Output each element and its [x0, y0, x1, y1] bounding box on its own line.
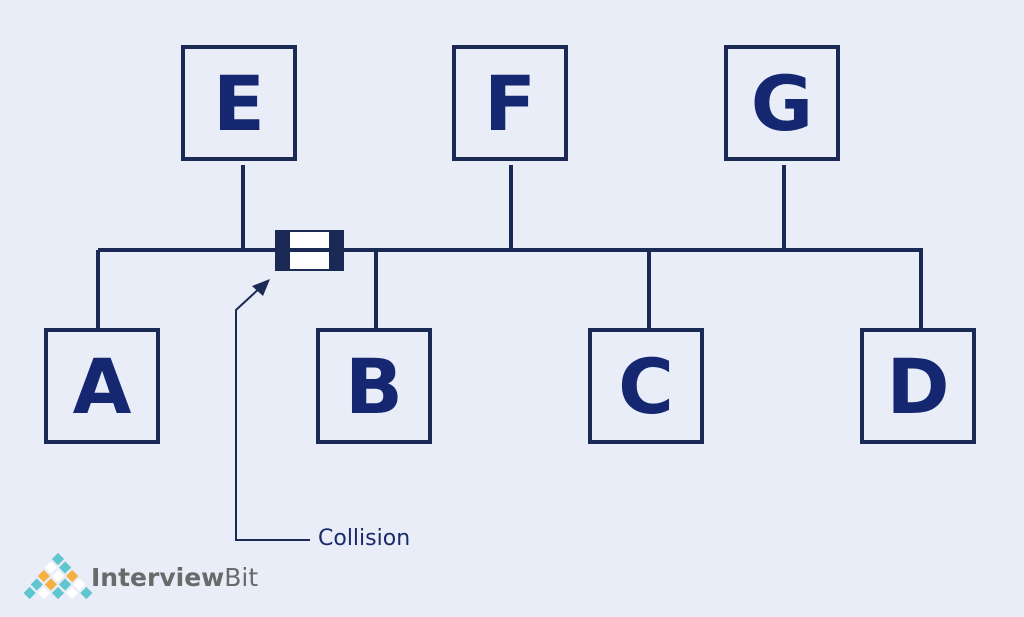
logo-diamond	[30, 578, 43, 591]
logo-diamond	[51, 586, 65, 600]
node-d: D	[860, 328, 976, 444]
node-b: B	[316, 328, 432, 444]
collision-label: Collision	[318, 526, 411, 551]
logo-diamond	[37, 586, 50, 600]
node-f: F	[452, 45, 568, 161]
logo-diamond	[23, 586, 36, 600]
logo-diamond	[59, 561, 72, 574]
logo-icon	[23, 552, 93, 600]
logo-diamond	[51, 569, 65, 583]
logo-diamond	[66, 586, 79, 600]
collision-arrow	[235, 285, 310, 541]
node-g: G	[724, 45, 840, 161]
logo-diamond	[37, 569, 50, 583]
logo-diamond	[66, 569, 79, 583]
logo-diamond	[44, 561, 57, 574]
node-e: E	[181, 45, 297, 161]
logo-diamond	[59, 578, 72, 591]
logo-text: InterviewBit	[91, 563, 259, 592]
logo-diamond	[73, 578, 86, 591]
logo-diamond	[44, 578, 57, 591]
node-a: A	[44, 328, 160, 444]
logo-diamond	[51, 552, 65, 566]
collision-marker	[275, 230, 344, 271]
node-c: C	[588, 328, 704, 444]
